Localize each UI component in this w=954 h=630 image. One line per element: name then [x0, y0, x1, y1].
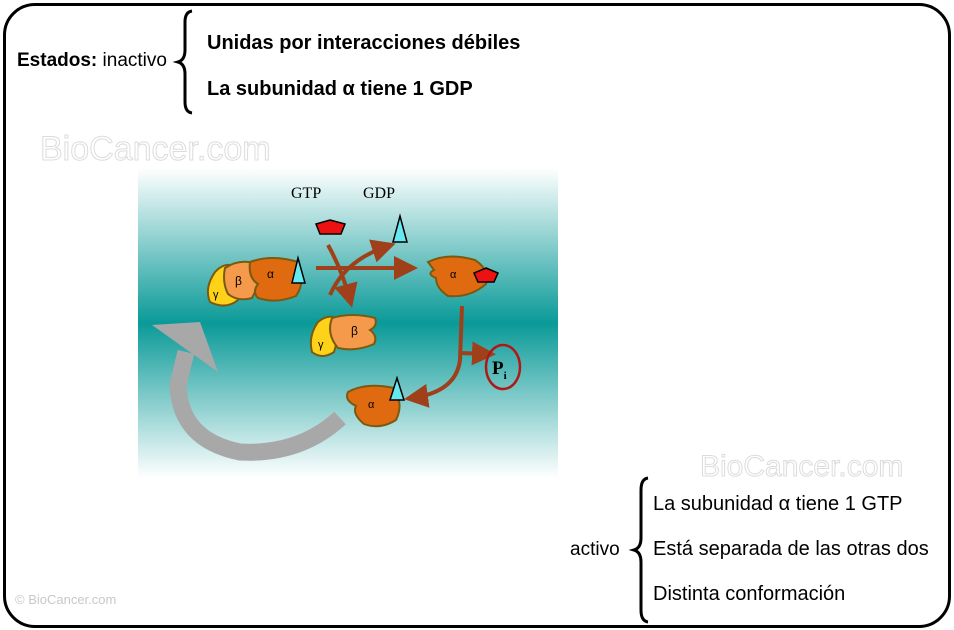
heterotrimer-complex: γ β α	[206, 257, 303, 307]
phosphate-label: Pi	[492, 358, 507, 382]
alpha-label: α	[267, 267, 274, 281]
gdp-out-arrow	[328, 239, 396, 296]
cycle-arrow	[169, 349, 346, 461]
inactive-alpha-subunit: α	[346, 384, 401, 428]
inactive-label: Estados: inactivo	[17, 50, 167, 72]
inactive-brace	[172, 9, 193, 115]
bound-gtp-pentagon	[473, 267, 499, 283]
copyright-watermark: © BioCancer.com	[15, 592, 117, 607]
watermark-bottom: BioCancer.com	[699, 450, 904, 484]
cycle-arrow-head	[152, 322, 218, 372]
gamma-label: γ	[213, 289, 219, 301]
gtp-label: GTP	[291, 185, 321, 202]
beta-gamma-dimer: γ β	[309, 314, 377, 357]
gtp-pentagon	[314, 219, 347, 235]
beta-label: β	[351, 324, 358, 338]
phosphate-circle	[484, 343, 522, 391]
active-item: Está separada de las otras dos	[653, 538, 929, 560]
hydrolysis-arrow	[404, 305, 464, 408]
inactive-item: La subunidad α tiene 1 GDP	[207, 78, 473, 100]
alpha-label: α	[450, 269, 457, 281]
pi-release-arrow	[459, 341, 496, 366]
gdp-label: GDP	[363, 185, 395, 202]
active-item: La subunidad α tiene 1 GTP	[653, 493, 903, 515]
beta-label: β	[235, 274, 242, 288]
gtp-in-arrow	[326, 244, 358, 308]
active-alpha-subunit: α	[426, 255, 488, 298]
gdp-triangle	[392, 213, 408, 243]
bound-gdp-triangle	[388, 375, 406, 401]
inactive-state: inactivo	[102, 50, 167, 71]
gamma-label: γ	[318, 339, 324, 351]
bound-gdp-triangle	[291, 255, 306, 284]
active-brace	[628, 476, 649, 624]
alpha-label: α	[368, 399, 375, 411]
slide-frame	[3, 3, 951, 628]
inactive-item: Unidas por interacciones débiles	[207, 32, 521, 54]
active-state: activo	[570, 539, 620, 560]
active-item: Distinta conformación	[653, 583, 846, 605]
states-prefix: Estados:	[17, 50, 98, 71]
watermark: BioCancer.com	[40, 130, 272, 169]
